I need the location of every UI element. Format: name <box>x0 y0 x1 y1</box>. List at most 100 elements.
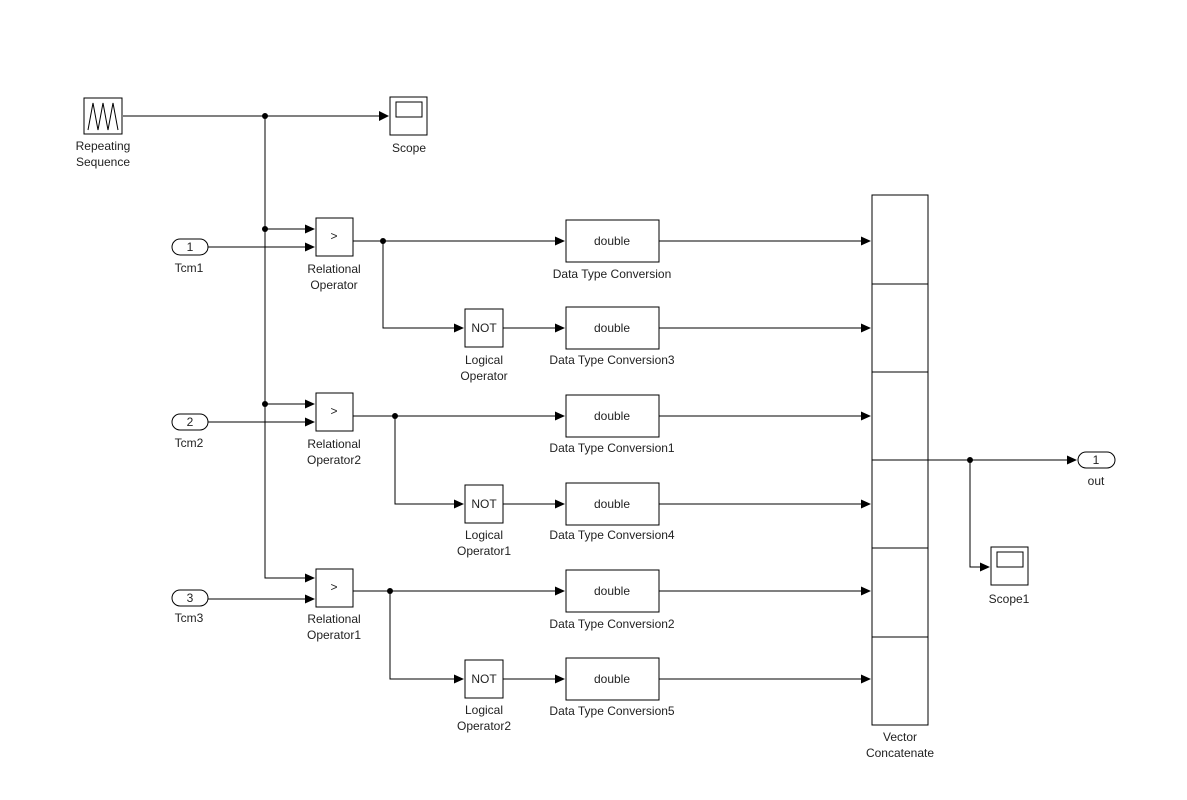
relational-operator2-block[interactable]: > Relational Operator2 <box>307 392 361 467</box>
outport-label: out <box>1088 474 1105 488</box>
data-type-conversion-box[interactable] <box>565 219 660 263</box>
data-type-conversion-box[interactable] <box>565 569 660 613</box>
signal-relop-to-not[interactable] <box>382 241 456 329</box>
arrowhead <box>1067 455 1077 465</box>
branch-point <box>262 226 268 232</box>
logical-operator-box[interactable] <box>464 484 504 524</box>
logical-operator-label-1: Logical <box>465 703 503 717</box>
inport-label: Tcm1 <box>175 261 204 275</box>
logical-operator-label-2: Operator1 <box>457 544 511 558</box>
data-type-conversion1-block[interactable]: double Data Type Conversion1 <box>549 394 675 455</box>
inport-number: 2 <box>187 415 194 429</box>
arrowhead <box>861 236 871 246</box>
scope1-block[interactable]: Scope1 <box>989 546 1030 606</box>
data-type-conversion-box[interactable] <box>565 657 660 701</box>
inport-label: Tcm3 <box>175 611 204 625</box>
data-type-conversion5-block[interactable]: double Data Type Conversion5 <box>549 657 675 718</box>
data-type-conversion-label: Data Type Conversion1 <box>549 441 675 455</box>
sawtooth-wave-icon <box>87 102 119 131</box>
data-type-conversion-label: Data Type Conversion5 <box>549 704 675 718</box>
scope1-label: Scope1 <box>989 592 1030 606</box>
outport-oval[interactable] <box>1077 451 1116 469</box>
logical-operator-label-1: Logical <box>465 528 503 542</box>
vector-concatenate-block[interactable]: Vector Concatenate <box>866 194 934 760</box>
repeating-sequence-label-1: Repeating <box>76 139 131 153</box>
logical-operator2-block[interactable]: NOT Logical Operator2 <box>457 659 511 733</box>
inport-oval[interactable] <box>171 589 209 607</box>
branch-point <box>262 401 268 407</box>
signal-relop1-to-not2[interactable] <box>389 591 456 680</box>
arrowhead <box>861 586 871 596</box>
inport-tcm1[interactable]: 1 Tcm1 <box>171 238 209 275</box>
arrowhead <box>454 323 464 333</box>
arrowhead <box>555 411 565 421</box>
arrowhead <box>980 562 990 572</box>
logical-operator-label-2: Operator2 <box>457 719 511 733</box>
arrowhead <box>305 399 315 409</box>
arrowhead <box>555 236 565 246</box>
arrowhead <box>555 323 565 333</box>
relational-operator-block[interactable]: > Relational Operator <box>307 217 361 292</box>
inport-tcm3[interactable]: 3 Tcm3 <box>171 589 209 625</box>
logical-operator-text: NOT <box>471 497 497 511</box>
signal-relop2-to-not1[interactable] <box>394 416 456 505</box>
data-type-conversion-box[interactable] <box>565 482 660 526</box>
arrowhead <box>305 594 315 604</box>
data-type-conversion2-block[interactable]: double Data Type Conversion2 <box>549 569 675 631</box>
inport-oval[interactable] <box>171 413 209 431</box>
data-type-conversion-label: Data Type Conversion3 <box>549 353 675 367</box>
relational-operator-symbol: > <box>330 229 337 243</box>
relational-operator-symbol: > <box>330 580 337 594</box>
data-type-conversion-label: Data Type Conversion <box>553 267 672 281</box>
scope-screen-icon <box>395 101 423 118</box>
relational-operator1-block[interactable]: > Relational Operator1 <box>307 568 361 642</box>
data-type-conversion-label: Data Type Conversion2 <box>549 617 675 631</box>
logical-operator-box[interactable] <box>464 308 504 348</box>
inport-number: 3 <box>187 591 194 605</box>
logical-operator-box[interactable] <box>464 659 504 699</box>
branch-point <box>262 113 268 119</box>
relational-operator-box[interactable] <box>315 568 354 608</box>
branch-point <box>967 457 973 463</box>
outport-out[interactable]: 1 out <box>1077 451 1116 488</box>
arrowhead <box>555 586 565 596</box>
repeating-sequence-label-2: Sequence <box>76 155 130 169</box>
branch-point <box>380 238 386 244</box>
relational-operator-box[interactable] <box>315 392 354 432</box>
inport-label: Tcm2 <box>175 436 204 450</box>
arrowhead <box>861 411 871 421</box>
arrowhead <box>454 674 464 684</box>
data-type-conversion-text: double <box>594 234 630 248</box>
data-type-conversion-label: Data Type Conversion4 <box>549 528 675 542</box>
data-type-conversion-box[interactable] <box>565 306 660 350</box>
branch-points <box>262 113 973 594</box>
arrowhead <box>861 674 871 684</box>
repeating-sequence-block[interactable]: Repeating Sequence <box>76 97 131 169</box>
arrowhead <box>305 417 315 427</box>
relational-operator-box[interactable] <box>315 217 354 257</box>
inport-oval[interactable] <box>171 238 209 256</box>
branch-point <box>392 413 398 419</box>
scope-label: Scope <box>392 141 426 155</box>
arrowhead <box>305 573 315 583</box>
scope-block[interactable]: Scope <box>389 96 428 155</box>
data-type-conversion-block[interactable]: double Data Type Conversion <box>553 219 672 281</box>
arrowhead <box>379 111 389 121</box>
vector-concatenate-label-1: Vector <box>883 730 917 744</box>
data-type-conversion-box[interactable] <box>565 394 660 438</box>
logical-operator1-block[interactable]: NOT Logical Operator1 <box>457 484 511 558</box>
data-type-conversion-text: double <box>594 409 630 423</box>
arrowhead <box>305 242 315 252</box>
relational-operator-label-1: Relational <box>307 262 360 276</box>
arrowhead <box>861 323 871 333</box>
inport-tcm2[interactable]: 2 Tcm2 <box>171 413 209 450</box>
logical-operator-text: NOT <box>471 672 497 686</box>
inport-number: 1 <box>187 240 194 254</box>
signal-concat-to-scope1[interactable] <box>969 460 981 568</box>
data-type-conversion3-block[interactable]: double Data Type Conversion3 <box>549 306 675 367</box>
signal-repseq-trunk[interactable] <box>264 116 306 579</box>
logical-operator-block[interactable]: NOT Logical Operator <box>460 308 508 383</box>
data-type-conversion4-block[interactable]: double Data Type Conversion4 <box>549 482 675 542</box>
signal-lines <box>123 115 1068 680</box>
arrowhead <box>305 224 315 234</box>
